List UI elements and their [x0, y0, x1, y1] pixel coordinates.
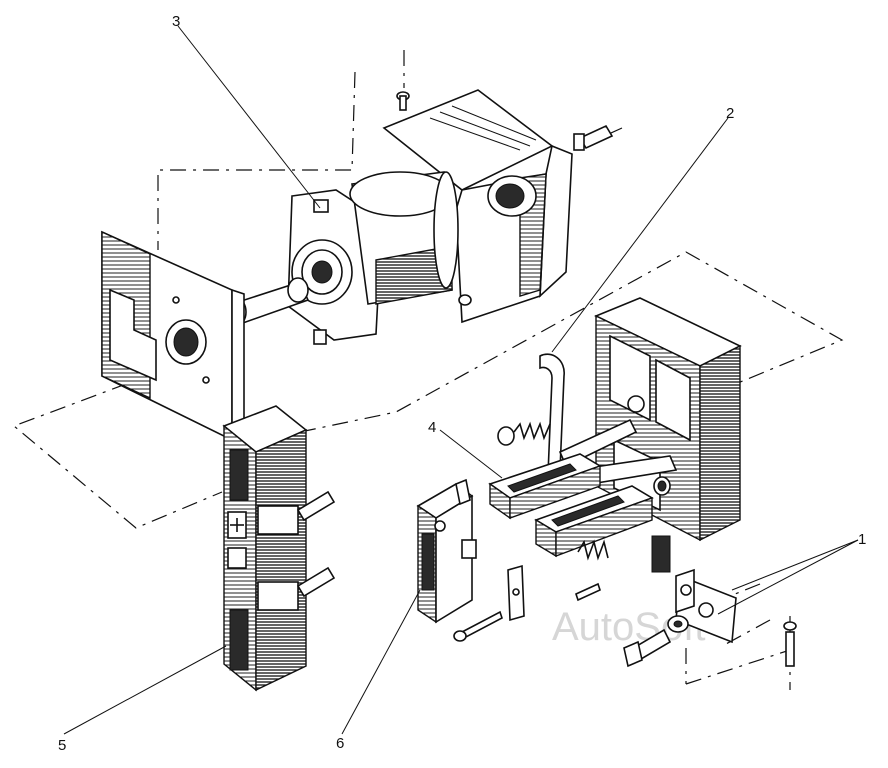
- coil-assembly: [287, 171, 459, 345]
- label-5: 5: [58, 737, 66, 754]
- leader-lines: [63, 25, 859, 735]
- label-1: 1: [858, 531, 866, 548]
- auxiliary-switch: [416, 478, 477, 624]
- washer: [667, 615, 689, 633]
- hex-bolt: [623, 628, 672, 668]
- terminal-block: [222, 405, 336, 692]
- terminal-lug: [675, 568, 737, 644]
- top-screw: [396, 91, 410, 111]
- small-screw-mid: [575, 582, 601, 602]
- small-bracket: [507, 564, 525, 622]
- vertical-bolt: [783, 621, 797, 667]
- label-3: 3: [172, 13, 180, 30]
- label-6: 6: [336, 735, 344, 752]
- spring-lower: [577, 539, 609, 561]
- contact-carrier-lower: [534, 485, 654, 558]
- label-2: 2: [726, 105, 734, 122]
- contact-carrier-upper: [488, 453, 602, 520]
- side-screw: [573, 124, 614, 151]
- long-screw: [453, 610, 503, 642]
- yoke-bracket: [382, 89, 573, 324]
- callout-labels: 1 2 3 4 5 6: [58, 13, 866, 754]
- label-4: 4: [428, 419, 436, 436]
- mounting-plate: [101, 230, 245, 446]
- spring-upper: [497, 421, 551, 446]
